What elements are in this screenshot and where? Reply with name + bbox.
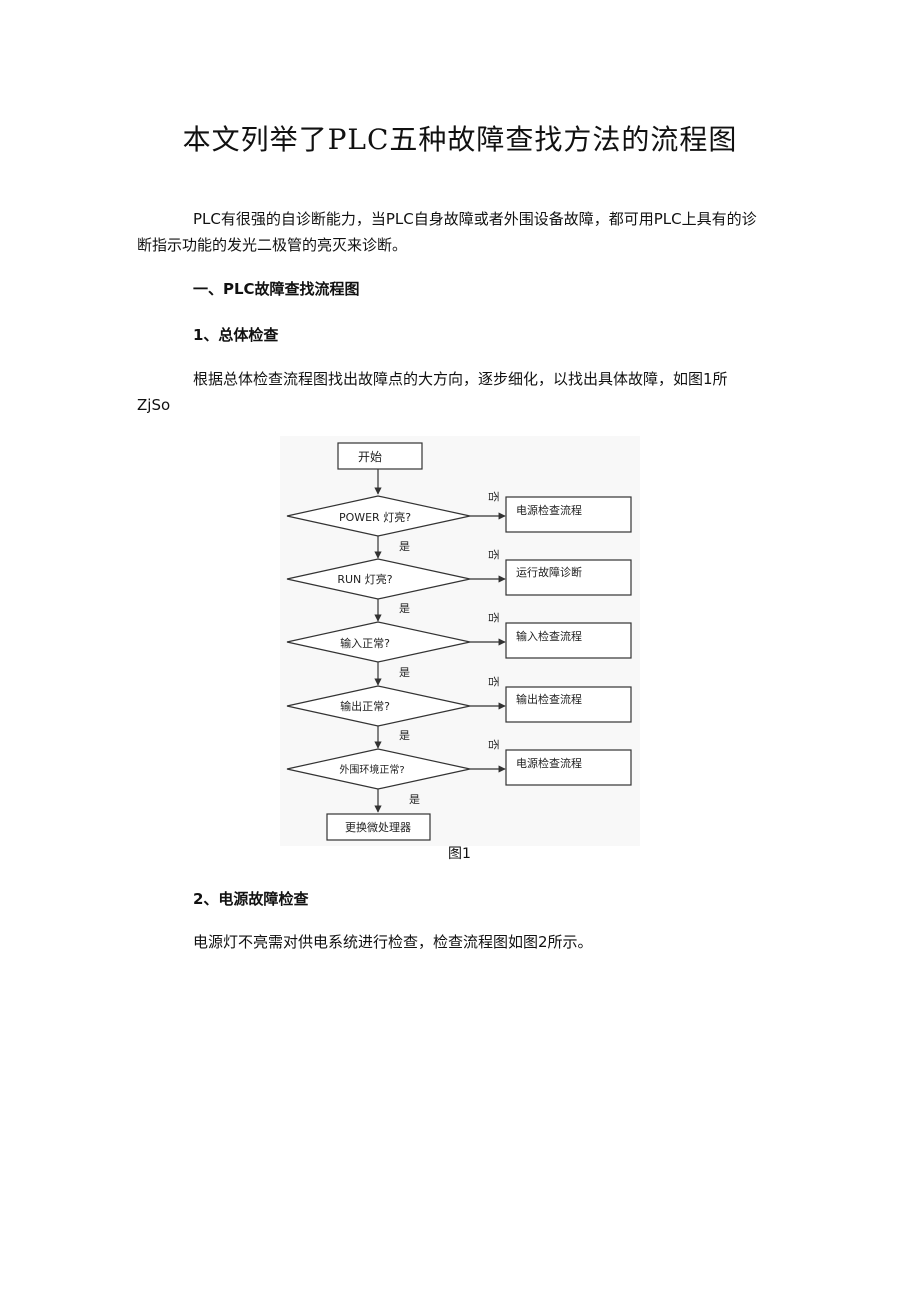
figure-1-flowchart: 开始 POWER 灯亮? 否 电源检查流程 是 RUN 灯亮? 否 运行故障诊断… xyxy=(280,436,640,846)
decision-input-yes-label: 是 xyxy=(399,666,410,679)
action-power-check xyxy=(505,496,632,533)
figure-1-caption: 图1 xyxy=(448,846,471,862)
subsection-2-heading: 2、电源故障检查 xyxy=(193,890,309,908)
action-power-check-2 xyxy=(505,749,632,786)
decision-output-yes-label: 是 xyxy=(399,729,410,742)
decision-power-yes-label: 是 xyxy=(399,540,410,553)
subsection-1-text-line-2: ZjSo xyxy=(137,396,171,414)
start-label: 开始 xyxy=(358,450,382,464)
action-run-diagnosis xyxy=(505,559,632,596)
action-run-diagnosis-label: 运行故障诊断 xyxy=(516,565,582,579)
decision-environment-no-label: 否 xyxy=(487,739,500,750)
decision-power-no-label: 否 xyxy=(487,491,500,502)
decision-output-no-label: 否 xyxy=(487,676,500,687)
decision-run-label: RUN 灯亮? xyxy=(337,572,392,586)
decision-run-no-label: 否 xyxy=(487,549,500,560)
action-output-check-label: 输出检查流程 xyxy=(516,692,582,706)
action-input-check xyxy=(505,622,632,659)
decision-output-label: 输出正常? xyxy=(340,699,390,713)
subsection-1-heading: 1、总体检查 xyxy=(193,326,279,344)
action-output-check xyxy=(505,686,632,723)
decision-environment-yes-label: 是 xyxy=(409,793,420,806)
start-box xyxy=(337,442,423,470)
section-1-heading: 一、PLC故障查找流程图 xyxy=(193,280,360,298)
subsection-2-text: 电源灯不亮需对供电系统进行检查，检查流程图如图2所示。 xyxy=(193,933,593,951)
action-power-check-label: 电源检查流程 xyxy=(516,503,582,517)
subsection-1-text-line-1: 根据总体检查流程图找出故障点的大方向，逐步细化，以找出具体故障，如图1所 xyxy=(193,370,728,388)
decision-run-yes-label: 是 xyxy=(399,602,410,615)
action-input-check-label: 输入检查流程 xyxy=(516,629,582,643)
decision-input-no-label: 否 xyxy=(487,612,500,623)
end-box xyxy=(326,813,431,841)
intro-line-2: 断指示功能的发光二极管的亮灭来诊断。 xyxy=(137,236,408,254)
decision-power-label: POWER 灯亮? xyxy=(339,510,411,524)
page-title: 本文列举了PLC五种故障查找方法的流程图 xyxy=(182,123,738,156)
decision-environment-label: 外围环境正常? xyxy=(339,763,404,776)
decision-input-label: 输入正常? xyxy=(340,636,390,650)
intro-line-1: PLC有很强的自诊断能力，当PLC自身故障或者外围设备故障，都可用PLC上具有的… xyxy=(193,210,757,228)
end-label: 更换微处理器 xyxy=(345,820,411,834)
action-power-check-2-label: 电源检查流程 xyxy=(516,756,582,770)
